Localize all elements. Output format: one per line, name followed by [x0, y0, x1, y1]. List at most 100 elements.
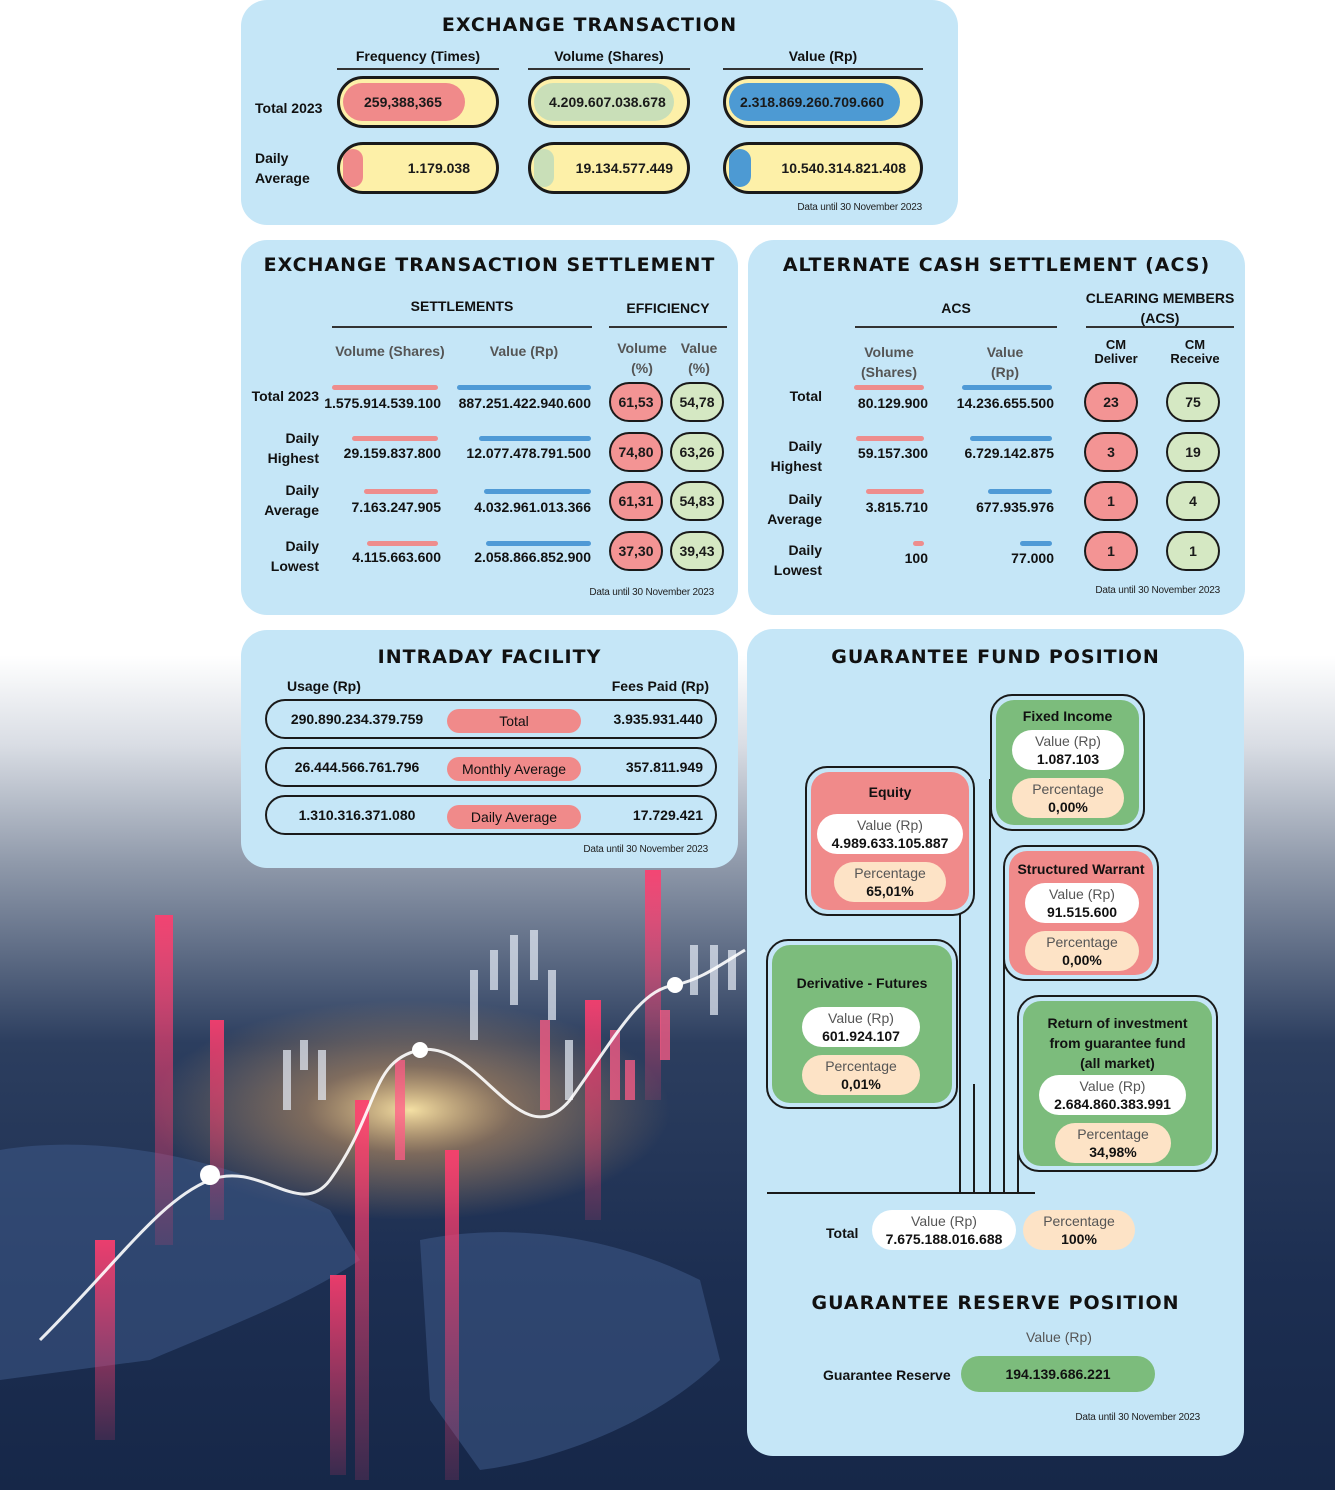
acs-panel: ALTERNATE CASH SETTLEMENT (ACS) ACS CLEA…	[748, 240, 1245, 615]
intraday-row-label: Monthly Average	[447, 757, 581, 781]
eff-value-badge: 54,83	[670, 481, 724, 521]
settlements-group-rule	[332, 326, 592, 328]
fund-total-value-key: Value (Rp)	[911, 1213, 977, 1229]
settlement-volume-value: 29.159.837.800	[343, 445, 441, 461]
equity-percentage-key: Percentage	[854, 865, 926, 881]
return-investment-value-chip: Value (Rp) 2.684.860.383.991	[1039, 1075, 1186, 1115]
settlement-row-label-line1: Total 2023	[251, 388, 319, 404]
acs-value-value: 77.000	[1011, 550, 1054, 566]
clearing-members-header-line2: (ACS)	[1140, 310, 1180, 326]
eff-volume-header: Volume (%)	[611, 338, 673, 378]
fixed-income-percentage-chip: Percentage 0,00%	[1012, 778, 1124, 818]
return-connector	[1017, 1149, 1019, 1194]
intraday-fees-value: 17.729.421	[632, 807, 703, 823]
efficiency-group-rule	[609, 326, 727, 328]
settlement-row-label-line2: Average	[264, 502, 319, 518]
equity-card: Equity Value (Rp) 4.989.633.105.887 Perc…	[805, 766, 975, 916]
acs-title: ALTERNATE CASH SETTLEMENT (ACS)	[782, 254, 1211, 276]
daily-volume-fill	[534, 149, 554, 187]
settlement-value-bar	[484, 489, 591, 494]
return-investment-title-line2: from guarantee fund	[1049, 1035, 1186, 1051]
settlement-value-value: 12.077.478.791.500	[466, 445, 591, 461]
acs-group-rule	[855, 326, 1057, 328]
exchange-transaction-panel: EXCHANGE TRANSACTION Frequency (Times) V…	[241, 0, 958, 225]
eff-value-header: Value (%)	[669, 338, 729, 378]
intraday-note: Data until 30 November 2023	[583, 844, 708, 855]
eff-volume-badge: 37,30	[609, 531, 663, 571]
eff-volume-badge: 74,80	[609, 432, 663, 472]
settlement-volume-value: 4.115.663.600	[352, 549, 441, 565]
settlement-value-value: 4.032.961.013.366	[474, 499, 591, 515]
cm-deliver-header: CM Deliver	[1084, 338, 1148, 366]
derivative-percentage-chip: Percentage 0,01%	[802, 1055, 920, 1095]
return-investment-percentage: 34,98%	[1089, 1144, 1137, 1160]
daily-frequency-pill: 1.179.038	[337, 142, 499, 194]
cm-deliver-badge: 1	[1084, 481, 1138, 521]
guarantee-reserve-value: 194.139.686.221	[1005, 1366, 1111, 1382]
acs-row-label-line1: Daily	[788, 542, 822, 558]
eff-volume-header-line1: Volume	[617, 340, 667, 356]
acs-row-label-line1: Daily	[788, 438, 822, 454]
fixed-income-value: 1.087.103	[1036, 751, 1100, 767]
volume-header-rule	[528, 68, 690, 70]
settlement-volume-bar	[352, 436, 438, 441]
settlement-row-label: Daily Lowest	[241, 536, 319, 576]
derivative-percentage-key: Percentage	[825, 1058, 897, 1074]
structured-warrant-value-chip: Value (Rp) 91.515.600	[1025, 883, 1139, 923]
settlement-volume-bar	[332, 385, 438, 390]
daily-label-line1: Daily	[255, 150, 289, 166]
fixed-income-percentage: 0,00%	[1048, 799, 1088, 815]
acs-value-value: 6.729.142.875	[964, 445, 1054, 461]
total-value-value: 2.318.869.260.709.660	[740, 94, 885, 110]
clearing-members-header-line1: CLEARING MEMBERS	[1085, 290, 1235, 306]
structured-warrant-percentage-key: Percentage	[1046, 934, 1118, 950]
derivative-value: 601.924.107	[822, 1028, 900, 1044]
daily-value-fill	[729, 149, 751, 187]
total-frequency-pill: 259,388,365	[337, 76, 499, 128]
eff-volume-badge: 61,53	[609, 382, 663, 422]
guarantee-reserve-note: Data until 30 November 2023	[1075, 1412, 1200, 1423]
derivative-value-chip: Value (Rp) 601.924.107	[802, 1007, 920, 1047]
acs-volume-bar	[866, 489, 924, 494]
guarantee-fund-title: GUARANTEE FUND POSITION	[831, 646, 1160, 668]
eff-volume-header-line2: (%)	[631, 360, 653, 376]
acs-value-header-line2: (Rp)	[991, 364, 1019, 380]
settlement-value-value: 2.058.866.852.900	[474, 549, 591, 565]
eff-value-header-line2: (%)	[688, 360, 710, 376]
acs-volume-bar	[854, 385, 924, 390]
settlements-group-header: SETTLEMENTS	[410, 298, 514, 314]
cm-deliver-header-line2: Deliver	[1094, 351, 1138, 366]
fund-total-label: Total	[826, 1225, 859, 1241]
settlement-row-label-line2: Highest	[267, 450, 319, 466]
clearing-members-header: CLEARING MEMBERS (ACS)	[1084, 288, 1236, 328]
intraday-title: INTRADAY FACILITY	[377, 646, 602, 668]
acs-volume-value: 80.129.900	[857, 395, 928, 411]
cm-deliver-badge: 1	[1084, 531, 1138, 571]
structured-warrant-value-key: Value (Rp)	[1049, 886, 1115, 902]
acs-volume-bar	[913, 541, 924, 546]
return-investment-value: 2.684.860.383.991	[1054, 1096, 1171, 1112]
acs-volume-header: Volume (Shares)	[844, 342, 934, 382]
acs-row-label: Daily Average	[748, 489, 822, 529]
acs-row-label-line1: Daily	[788, 491, 822, 507]
daily-value-pill: 10.540.314.821.408	[723, 142, 923, 194]
daily-label-line2: Average	[255, 170, 310, 186]
daily-frequency-fill	[343, 149, 363, 187]
fixed-income-card: Fixed Income Value (Rp) 1.087.103 Percen…	[990, 694, 1145, 831]
fixed-income-connector	[989, 779, 991, 1194]
acs-row-label-line1: Total	[789, 388, 822, 404]
acs-value-bar	[962, 385, 1052, 390]
settlement-note: Data until 30 November 2023	[589, 587, 714, 598]
fund-total-percentage-chip: Percentage 100%	[1023, 1210, 1135, 1250]
daily-volume-pill: 19.134.577.449	[528, 142, 690, 194]
value-header-rule	[723, 68, 923, 70]
settlement-value-header: Value (Rp)	[489, 343, 559, 359]
cm-receive-header: CM Receive	[1162, 338, 1228, 366]
equity-percentage: 65,01%	[866, 883, 914, 899]
cm-deliver-badge: 23	[1084, 382, 1138, 422]
total-value-fill	[729, 83, 900, 121]
acs-volume-bar	[856, 436, 924, 441]
cm-receive-header-line2: Receive	[1170, 351, 1220, 366]
acs-volume-header-line1: Volume	[864, 344, 914, 360]
daily-frequency-value: 1.179.038	[407, 160, 470, 176]
